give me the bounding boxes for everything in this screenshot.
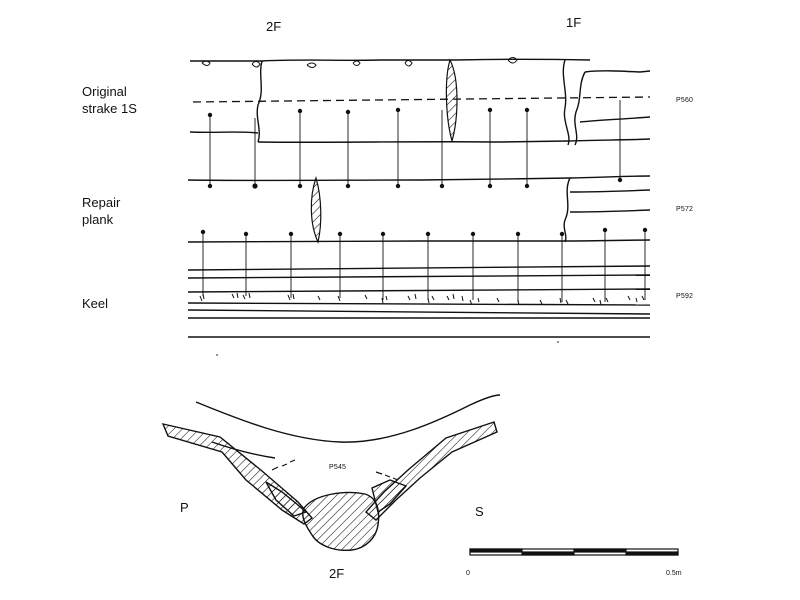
strake-scarf-hatched xyxy=(445,58,458,144)
section-side-starboard: S xyxy=(475,504,484,519)
strake-dashed-line xyxy=(192,96,651,103)
original-strake-scarf-2 xyxy=(574,71,586,146)
original-strake-crack xyxy=(579,116,651,123)
section-port-fastener xyxy=(271,459,296,471)
repair-plank-bottom-edge xyxy=(187,239,651,243)
original-strake-bottom-edge-left xyxy=(189,131,259,134)
original-strake-left-end xyxy=(256,60,263,143)
part-tag-strake: P560 xyxy=(676,97,694,104)
cross-section xyxy=(161,394,501,552)
keel-fastener-dots xyxy=(200,227,648,237)
original-strake-scarf xyxy=(562,59,570,146)
original-strake-right-piece-top xyxy=(584,70,651,73)
repair-plank-top-edge xyxy=(187,175,651,182)
section-port-garboard xyxy=(265,481,308,517)
section-starboard-garboard xyxy=(371,479,408,514)
strake-fastener-dots xyxy=(207,107,623,189)
keel-nail-marks xyxy=(199,292,645,306)
keel-line-4 xyxy=(187,302,651,306)
stray-mark xyxy=(557,341,559,343)
plan-view xyxy=(187,57,651,338)
frame-label-1f: 1F xyxy=(566,15,582,30)
repair-plank-right-end xyxy=(563,177,571,243)
scale-end-label: 0.5m xyxy=(666,570,682,577)
section-keel xyxy=(302,491,380,552)
section-starboard-fastener xyxy=(375,471,399,481)
part-tag-keel: P592 xyxy=(676,293,694,300)
scale-start-label: 0 xyxy=(466,570,470,577)
section-frame-label: 2F xyxy=(329,566,345,581)
row-label-repair-plank: Repair plank xyxy=(82,195,121,227)
original-strake-top-edge xyxy=(190,58,591,62)
strake-nail-marks xyxy=(201,57,518,68)
keel-fastener-lines xyxy=(202,230,646,302)
frame-label-2f: 2F xyxy=(266,19,282,34)
keel-line-1 xyxy=(187,265,651,271)
row-label-keel: Keel xyxy=(82,296,109,311)
part-tag-repair: P572 xyxy=(676,206,694,213)
section-side-port: P xyxy=(180,500,189,515)
row-label-original-strake: Original strake 1S xyxy=(82,84,137,116)
repair-plank-right-lines xyxy=(569,189,651,213)
keel-line-2 xyxy=(187,274,651,279)
strake-fastener-lines xyxy=(209,100,621,186)
original-strake-bottom-edge xyxy=(257,138,651,143)
section-upper-curve xyxy=(195,394,501,443)
repair-plank-scarf-hatched xyxy=(310,176,322,244)
scale-bar xyxy=(469,548,679,556)
keel-line-3 xyxy=(187,288,651,293)
keel-line-5 xyxy=(187,309,651,315)
part-tag-section: P545 xyxy=(329,464,347,471)
stray-mark xyxy=(216,354,218,356)
